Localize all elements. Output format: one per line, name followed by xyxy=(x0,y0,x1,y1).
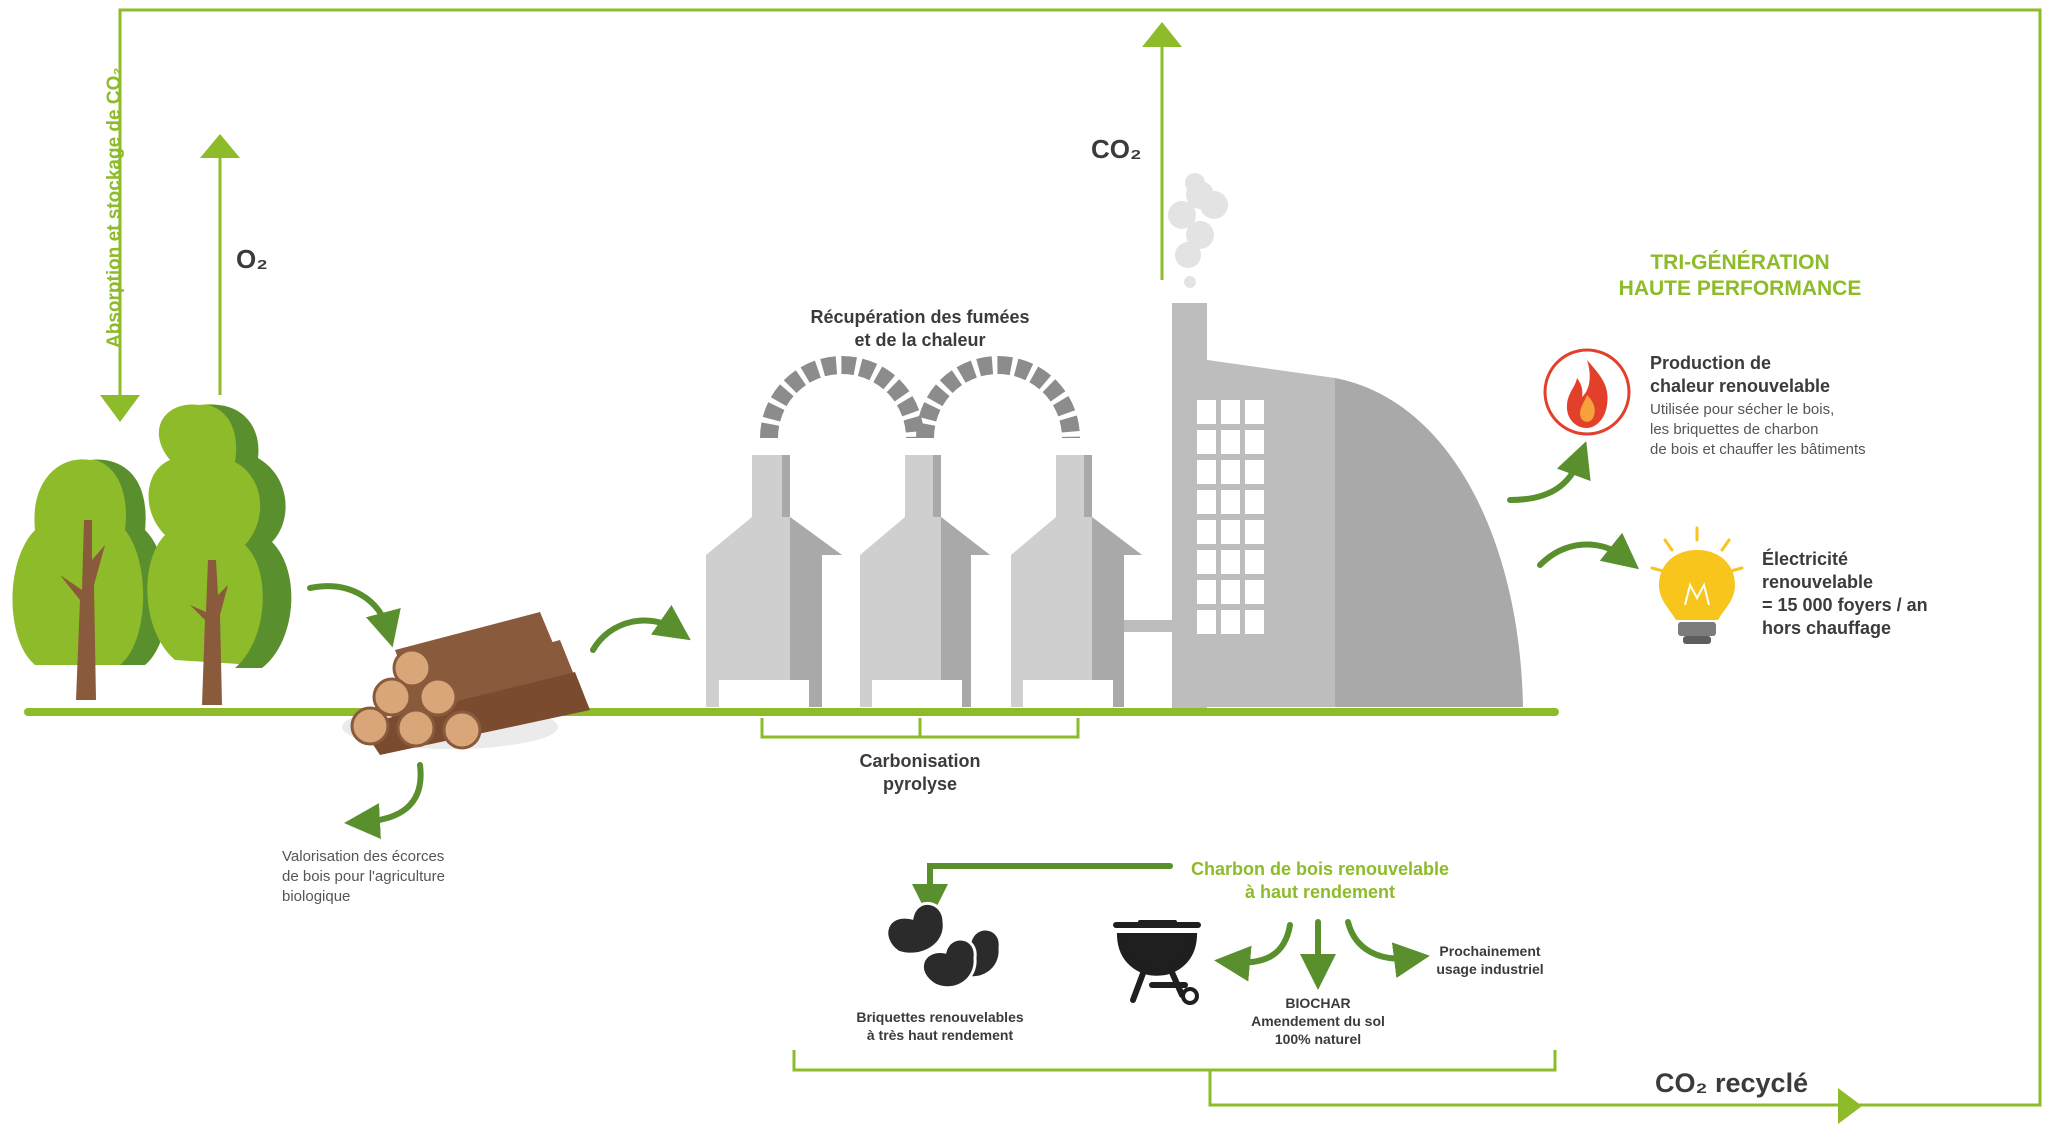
tree-to-logs-arrow xyxy=(307,583,401,648)
co2-arrowhead xyxy=(1142,22,1182,47)
tree-icon xyxy=(147,404,292,705)
biochar-label: BIOCHAR Amendement du sol 100% naturel xyxy=(1251,995,1385,1047)
furnace-icon xyxy=(1011,455,1142,707)
co2-recycle-arrowhead xyxy=(1838,1088,1862,1124)
to-bbq-arrow xyxy=(1214,922,1293,982)
heat-description: Utilisée pour sécher le bois, les brique… xyxy=(1650,401,1866,458)
co2-cycle-line xyxy=(118,8,2042,1107)
bark-arrow xyxy=(344,762,424,840)
carbonisation-label: Carbonisation pyrolyse xyxy=(859,751,981,794)
connecting-pipe xyxy=(1124,620,1176,632)
briquettes-label: Briquettes renouvelables à très haut ren… xyxy=(856,1009,1024,1043)
absorption-label: Absorption et stockage de CO₂ xyxy=(104,67,125,348)
cycle-arrow-down xyxy=(100,395,140,422)
factory-icon xyxy=(1172,303,1523,708)
recuperation-label: Récupération des fumées et de la chaleur xyxy=(810,307,1030,350)
logs-to-furnace-arrow xyxy=(590,604,691,653)
to-industrial-arrow xyxy=(1345,919,1430,979)
heat-arrow xyxy=(1507,441,1591,503)
bark-valorisation-label: Valorisation des écorces de bois pour l'… xyxy=(282,848,445,905)
co2-label: CO₂ xyxy=(1091,134,1142,164)
o2-arrowhead xyxy=(200,134,240,158)
furnace-icon xyxy=(860,455,990,707)
heat-production-label: Production de chaleur renouvelable xyxy=(1650,353,1831,396)
trigeneration-label: TRI-GÉNÉRATION HAUTE PERFORMANCE xyxy=(1618,251,1862,300)
briquettes-icon xyxy=(885,901,1002,990)
barbecue-grill-icon xyxy=(1113,920,1201,1005)
o2-label: O₂ xyxy=(236,244,268,274)
tree-icon xyxy=(12,459,168,700)
furnace-icon xyxy=(706,455,842,707)
charbon-label: Charbon de bois renouvelable à haut rend… xyxy=(1190,859,1450,902)
light-bulb-icon xyxy=(1650,526,1744,644)
electricity-arrow xyxy=(1537,532,1640,570)
industrial-use-label: Prochainement usage industriel xyxy=(1436,943,1544,977)
flame-icon xyxy=(1543,348,1631,436)
electricity-label: Électricité renouvelable = 15 000 foyers… xyxy=(1762,549,1928,638)
smoke-icon xyxy=(1168,173,1228,288)
to-briquettes-arrow xyxy=(912,863,1173,920)
co2-recycle-label: CO₂ recyclé xyxy=(1655,1068,1809,1098)
log-pile-icon xyxy=(342,612,590,755)
products-bracket xyxy=(792,1050,1557,1072)
heat-recovery-arches xyxy=(760,356,1080,439)
